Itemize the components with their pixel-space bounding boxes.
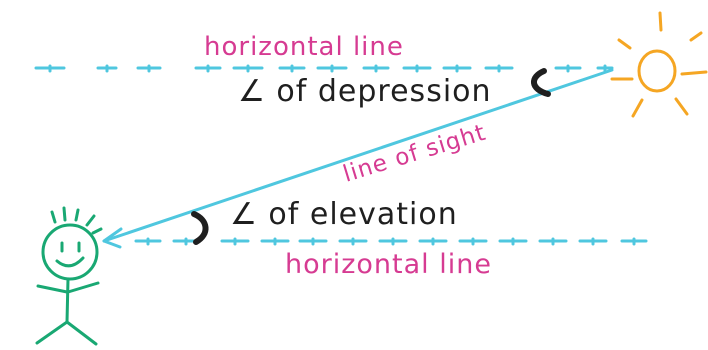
- angle-of-elevation-arc: [191, 211, 209, 245]
- line-of-sight-arrowhead: [102, 227, 123, 249]
- angle-of-depression-label: ∠ of depression: [238, 74, 492, 109]
- angle-of-depression-arc: [531, 68, 551, 97]
- line-of-sight-line: [102, 68, 614, 243]
- stick-figure-icon: [35, 206, 103, 346]
- bottom-horizontal-line-label: horizontal line: [285, 249, 492, 280]
- bottom-horizontal-dashed-line: [134, 237, 648, 246]
- sun-icon: [610, 11, 708, 118]
- top-horizontal-dashed-line: [34, 64, 614, 73]
- angle-of-elevation-label: ∠ of elevation: [230, 197, 458, 232]
- top-horizontal-line-label: horizontal line: [204, 32, 404, 62]
